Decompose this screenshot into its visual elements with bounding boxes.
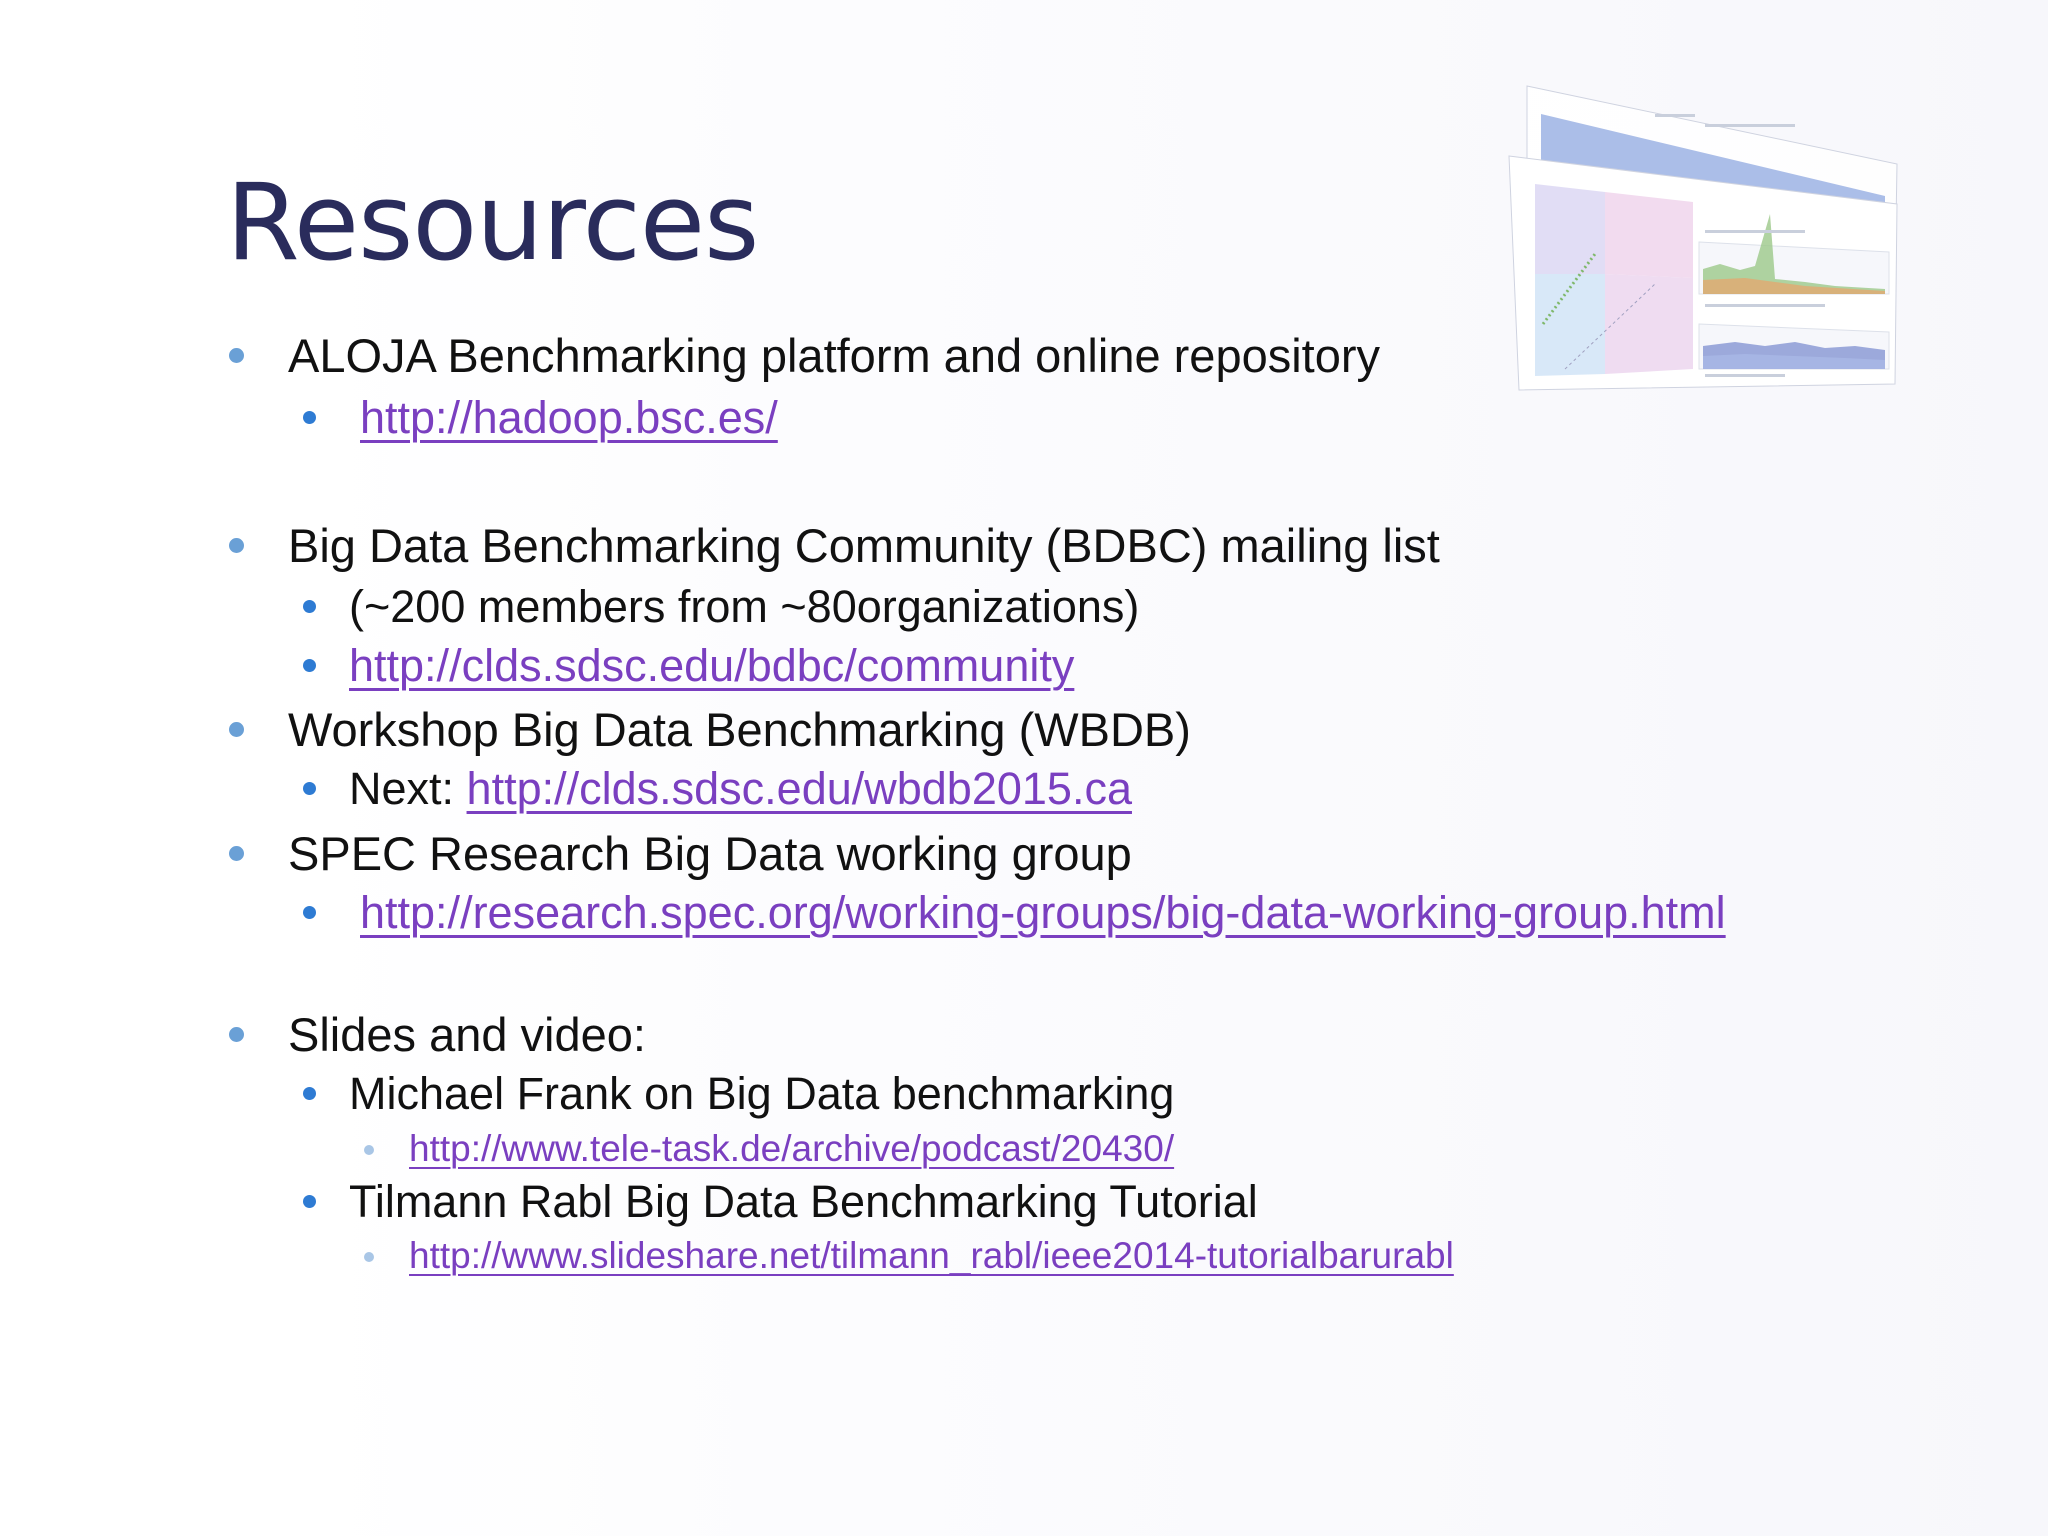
- bullet-2: [229, 538, 244, 553]
- link-spec-research[interactable]: http://research.spec.org/working-groups/…: [360, 887, 1726, 938]
- sub-bullet: [303, 906, 316, 919]
- link-slideshare[interactable]: http://www.slideshare.net/tilmann_rabl/i…: [409, 1235, 1454, 1276]
- sub-bullet: [303, 600, 316, 613]
- bullet-5: [229, 1027, 244, 1042]
- item-bdbc: Big Data Benchmarking Community (BDBC) m…: [288, 519, 1440, 572]
- sub-item-tilmann-rabl: Tilmann Rabl Big Data Benchmarking Tutor…: [349, 1176, 1258, 1227]
- sub-item-michael-frank: Michael Frank on Big Data benchmarking: [349, 1068, 1175, 1119]
- sub-bullet: [303, 659, 316, 672]
- sub-bullet: [303, 411, 316, 424]
- bullet-4: [229, 846, 244, 861]
- sub-item-members: (~200 members from ~80organizations): [349, 581, 1140, 632]
- sub-sub-bullet: [364, 1252, 374, 1262]
- item-aloja: ALOJA Benchmarking platform and online r…: [288, 329, 1381, 382]
- bullet-1: [229, 348, 244, 363]
- next-label: Next:: [349, 763, 455, 814]
- link-hadoop-bsc[interactable]: http://hadoop.bsc.es/: [360, 392, 778, 443]
- sub-bullet: [303, 1087, 316, 1100]
- link-bdbc-community[interactable]: http://clds.sdsc.edu/bdbc/community: [349, 640, 1075, 691]
- sub-item: Next: http://clds.sdsc.edu/wbdb2015.ca: [349, 766, 1132, 811]
- sub-bullet: [303, 782, 316, 795]
- link-wbdb2015[interactable]: http://clds.sdsc.edu/wbdb2015.ca: [466, 763, 1132, 814]
- dashboard-thumbnail-icon: [1508, 85, 1898, 391]
- item-slides-video: Slides and video:: [288, 1008, 646, 1061]
- sub-item: http://clds.sdsc.edu/bdbc/community: [349, 643, 1074, 688]
- link-tele-task[interactable]: http://www.tele-task.de/archive/podcast/…: [409, 1128, 1175, 1169]
- sub-bullet: [303, 1195, 316, 1208]
- sub-sub-item: http://www.tele-task.de/archive/podcast/…: [409, 1130, 1174, 1167]
- item-wbdb: Workshop Big Data Benchmarking (WBDB): [288, 703, 1191, 756]
- sub-sub-item: http://www.slideshare.net/tilmann_rabl/i…: [409, 1237, 1454, 1274]
- item-spec: SPEC Research Big Data working group: [288, 827, 1132, 880]
- sub-sub-bullet: [364, 1145, 374, 1155]
- sub-item: http://research.spec.org/working-groups/…: [360, 890, 1726, 935]
- slide-title: Resources: [226, 161, 759, 284]
- bullet-3: [229, 722, 244, 737]
- sub-item: http://hadoop.bsc.es/: [360, 395, 778, 440]
